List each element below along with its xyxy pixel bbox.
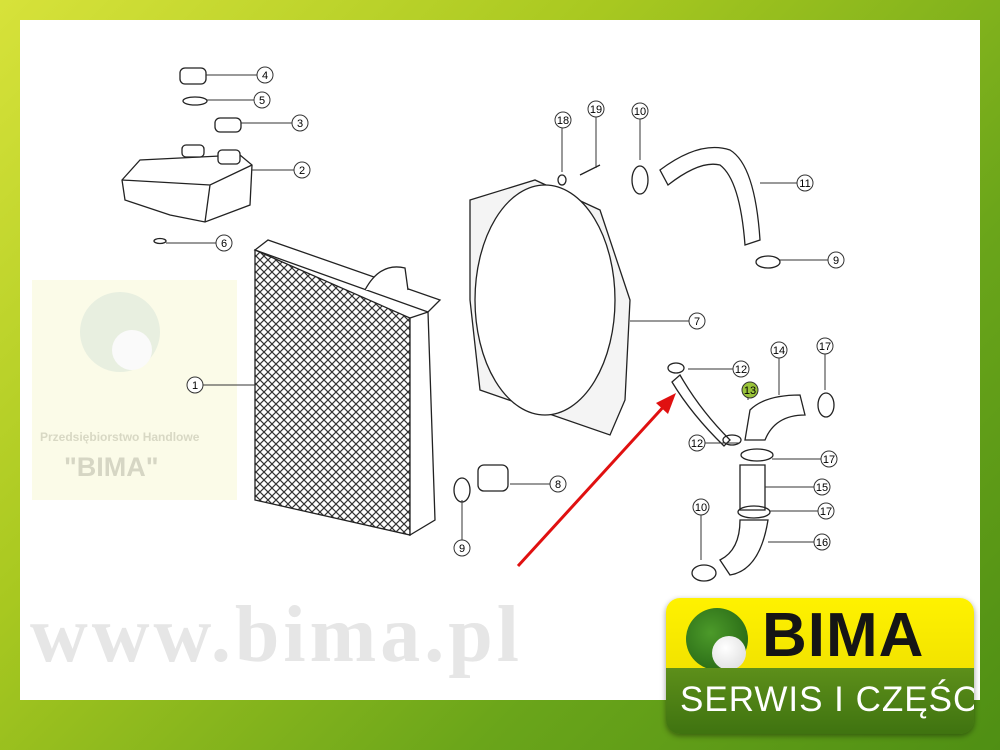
callout-11: 11 <box>796 174 814 192</box>
svg-text:9: 9 <box>459 543 465 555</box>
svg-text:12: 12 <box>691 438 703 450</box>
logo-name: BIMA <box>762 601 925 670</box>
svg-text:5: 5 <box>259 95 265 107</box>
callout-19: 19 <box>587 100 605 118</box>
logo-white-ball-icon <box>712 636 746 670</box>
svg-text:16: 16 <box>816 537 828 549</box>
watermark-url: www.bima.pl <box>30 591 523 679</box>
callout-3: 3 <box>291 114 309 132</box>
callout-9-upper: 9 <box>827 251 845 269</box>
svg-text:14: 14 <box>773 345 785 357</box>
radiator <box>253 239 442 537</box>
svg-text:13: 13 <box>744 385 756 397</box>
svg-text:6: 6 <box>221 238 227 250</box>
callout-17-mid: 17 <box>820 450 838 468</box>
svg-text:18: 18 <box>557 115 569 127</box>
callout-17-bottom: 17 <box>817 502 835 520</box>
logo-tagline: SERWIS I CZĘŚCI <box>680 680 974 719</box>
callout-10-lower: 10 <box>692 498 710 516</box>
callout-18: 18 <box>554 111 572 129</box>
upper-hose <box>631 146 781 269</box>
callout-17-top: 17 <box>816 337 834 355</box>
watermark-logo-ball <box>112 330 152 370</box>
callout-10-upper: 10 <box>631 102 649 120</box>
callout-5: 5 <box>253 91 271 109</box>
svg-text:17: 17 <box>819 341 831 353</box>
callout-13-highlighted: 13 <box>741 381 759 399</box>
expansion-tank <box>121 67 253 245</box>
bima-logo: BIMA SERWIS I CZĘŚCI <box>666 598 974 734</box>
svg-text:10: 10 <box>695 502 707 514</box>
callout-12-lower: 12 <box>688 434 706 452</box>
watermark-company-name: "BIMA" <box>64 452 159 482</box>
callout-2: 2 <box>293 161 311 179</box>
callout-14: 14 <box>770 341 788 359</box>
red-arrow-pointer <box>516 393 676 568</box>
callout-7: 7 <box>688 312 706 330</box>
svg-text:9: 9 <box>833 255 839 267</box>
lower-hoses <box>667 362 835 582</box>
svg-text:15: 15 <box>816 482 828 494</box>
fan-shroud <box>469 179 631 436</box>
callouts: 4 5 3 2 6 1 18 19 10 11 9 7 12 14 17 13 … <box>186 66 845 557</box>
callout-6: 6 <box>215 234 233 252</box>
svg-text:10: 10 <box>634 106 646 118</box>
svg-text:1: 1 <box>192 380 198 392</box>
svg-text:19: 19 <box>590 104 602 116</box>
svg-text:17: 17 <box>823 454 835 466</box>
svg-text:11: 11 <box>799 178 810 190</box>
svg-text:7: 7 <box>694 316 700 328</box>
callout-16: 16 <box>813 533 831 551</box>
callout-15: 15 <box>813 478 831 496</box>
svg-text:8: 8 <box>555 479 561 491</box>
callout-4: 4 <box>256 66 274 84</box>
watermark-company-line: Przedsiębiorstwo Handlowe <box>40 430 200 444</box>
svg-text:17: 17 <box>820 506 832 518</box>
callout-8: 8 <box>549 475 567 493</box>
svg-text:4: 4 <box>262 70 268 82</box>
svg-text:2: 2 <box>299 165 305 177</box>
callout-1: 1 <box>186 376 204 394</box>
callout-12-upper: 12 <box>732 360 750 378</box>
callout-9-lower: 9 <box>453 539 471 557</box>
svg-text:12: 12 <box>735 364 747 376</box>
svg-text:3: 3 <box>297 118 303 130</box>
